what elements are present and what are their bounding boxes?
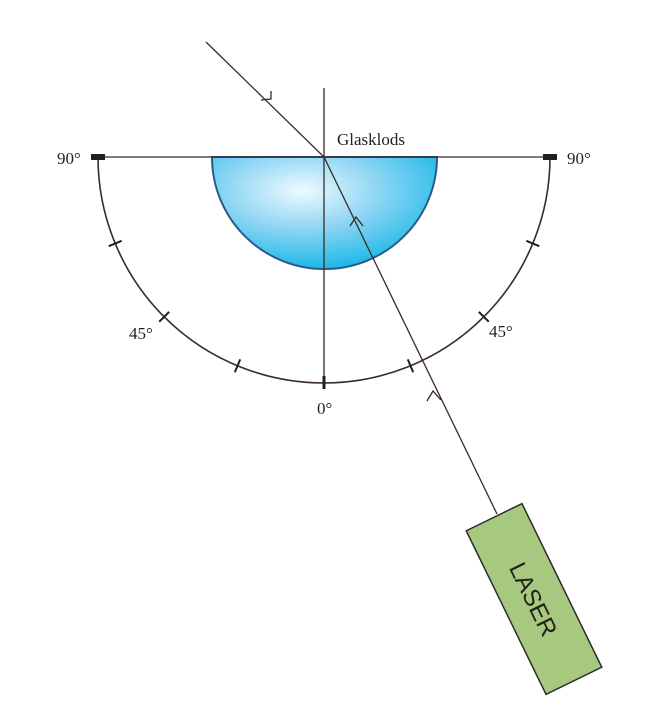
protractor-ticks bbox=[108, 239, 540, 373]
label-45-left: 45° bbox=[129, 324, 153, 343]
tick-67-right bbox=[525, 239, 540, 248]
glass-block-label: Glasklods bbox=[337, 130, 405, 149]
ray-arrow-bottom bbox=[426, 389, 442, 402]
label-0: 0° bbox=[317, 399, 332, 418]
ray-arrow-middle bbox=[349, 215, 364, 227]
laser-device: LASER bbox=[465, 502, 603, 696]
ray-arrow-top bbox=[260, 91, 272, 101]
tick-45-left bbox=[158, 311, 170, 323]
tick-22-left bbox=[233, 358, 242, 373]
light-ray bbox=[205, 41, 498, 515]
tick-22-right bbox=[406, 358, 415, 373]
label-90-left: 90° bbox=[57, 149, 81, 168]
label-45-right: 45° bbox=[489, 322, 513, 341]
label-90-right: 90° bbox=[567, 149, 591, 168]
tick-45-right bbox=[478, 311, 490, 323]
tick-67-left bbox=[108, 239, 123, 248]
